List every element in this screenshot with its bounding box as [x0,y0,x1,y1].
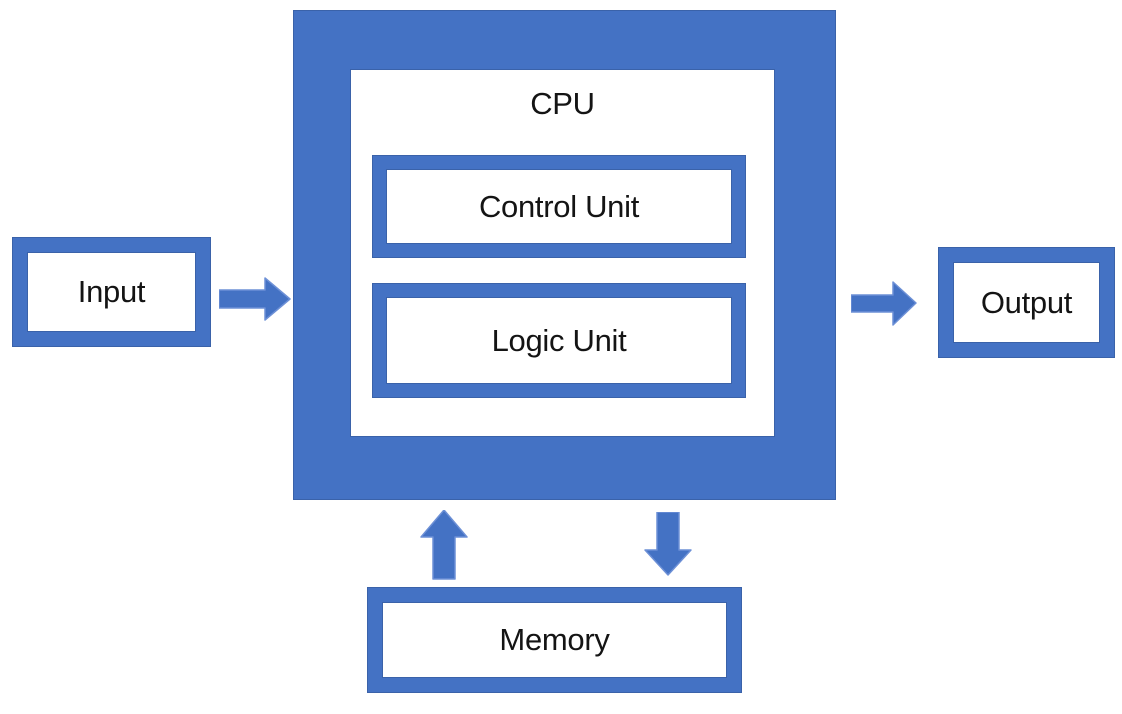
memory-label: Memory [499,622,610,657]
input-label: Input [77,274,146,309]
output-label: Output [980,284,1073,320]
logic-unit-node-core: Logic Unit [386,297,732,384]
logic-unit-label: Logic Unit [491,322,627,358]
control-unit-node: Control Unit [372,155,746,258]
input-node-core: Input [27,252,196,332]
memory-node-core: Memory [382,602,727,678]
output-node: Output [938,247,1115,358]
control-unit-label: Control Unit [478,188,640,224]
cpu-label: CPU [530,86,595,121]
memory-node: Memory [367,587,742,693]
logic-unit-node: Logic Unit [372,283,746,398]
input-node: Input [12,237,211,347]
arrow-down-icon [644,512,692,576]
cpu-node-core: CPU Control Unit Logic Unit [350,69,775,437]
arrow-up-icon [420,510,468,580]
control-unit-node-core: Control Unit [386,169,732,244]
arrow-right-icon [219,277,291,321]
output-node-core: Output [953,262,1100,343]
cpu-node: CPU Control Unit Logic Unit [293,10,836,500]
arrow-right-icon [851,281,917,326]
